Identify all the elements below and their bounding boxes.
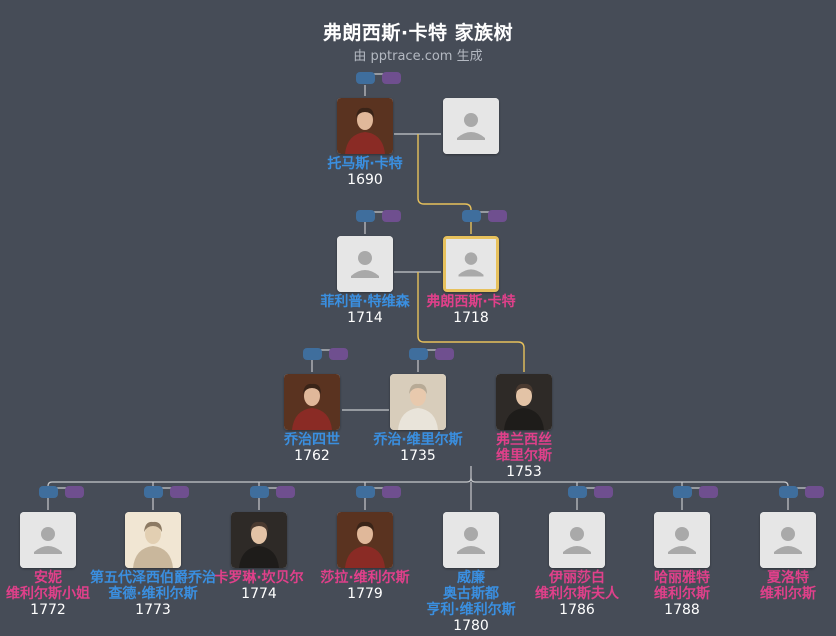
person-name[interactable]: 维利尔斯 [760, 586, 816, 602]
portrait-image [496, 374, 552, 430]
parents-toggle-tag[interactable] [779, 486, 798, 498]
avatar-placeholder[interactable] [443, 236, 499, 292]
birth-year: 1714 [347, 310, 383, 326]
person-silhouette-icon [20, 512, 76, 568]
person-silhouette-icon [443, 98, 499, 154]
parents-toggle-tag[interactable] [144, 486, 163, 498]
birth-year: 1690 [347, 172, 383, 188]
person-name[interactable]: 弗朗西斯·卡特 [426, 294, 516, 310]
avatar-placeholder[interactable] [20, 512, 76, 568]
siblings-toggle-tag[interactable] [594, 486, 613, 498]
siblings-toggle-tag[interactable] [805, 486, 824, 498]
siblings-toggle-tag[interactable] [276, 486, 295, 498]
siblings-toggle-tag[interactable] [382, 72, 401, 84]
person-name[interactable]: 卡罗琳·坎贝尔 [214, 570, 304, 586]
person-name[interactable]: 安妮 [34, 570, 62, 586]
siblings-toggle-tag[interactable] [170, 486, 189, 498]
person-name[interactable]: 亨利·维利尔斯 [426, 602, 516, 618]
avatar-placeholder[interactable] [337, 236, 393, 292]
person-name[interactable]: 伊丽莎白 [549, 570, 605, 586]
person-name[interactable]: 维利尔斯夫人 [535, 586, 619, 602]
birth-year: 1735 [400, 448, 436, 464]
birth-year: 1774 [241, 586, 277, 602]
siblings-toggle-tag[interactable] [699, 486, 718, 498]
birth-year: 1762 [294, 448, 330, 464]
portrait-image [390, 374, 446, 430]
birth-year: 1718 [453, 310, 489, 326]
person-silhouette-icon [654, 512, 710, 568]
siblings-toggle-tag[interactable] [65, 486, 84, 498]
parents-toggle-tag[interactable] [356, 72, 375, 84]
parents-toggle-tag[interactable] [673, 486, 692, 498]
person-silhouette-icon [549, 512, 605, 568]
person-name[interactable]: 乔治·维里尔斯 [373, 432, 463, 448]
parents-toggle-tag[interactable] [356, 210, 375, 222]
portrait-photo[interactable] [125, 512, 181, 568]
parents-toggle-tag[interactable] [39, 486, 58, 498]
birth-year: 1780 [453, 618, 489, 634]
siblings-toggle-tag[interactable] [382, 486, 401, 498]
parents-toggle-tag[interactable] [568, 486, 587, 498]
person-name[interactable]: 第五代泽西伯爵乔治 [90, 570, 216, 586]
siblings-toggle-tag[interactable] [329, 348, 348, 360]
parents-toggle-tag[interactable] [303, 348, 322, 360]
parents-toggle-tag[interactable] [462, 210, 481, 222]
siblings-toggle-tag[interactable] [382, 210, 401, 222]
parents-toggle-tag[interactable] [250, 486, 269, 498]
person-name[interactable]: 托马斯·卡特 [327, 156, 403, 172]
birth-year: 1788 [664, 602, 700, 618]
birth-year: 1773 [135, 602, 171, 618]
person-name[interactable]: 维里尔斯 [496, 448, 552, 464]
avatar-placeholder[interactable] [443, 512, 499, 568]
person-silhouette-icon [337, 236, 393, 292]
portrait-image [231, 512, 287, 568]
birth-year: 1753 [506, 464, 542, 480]
portrait-photo[interactable] [390, 374, 446, 430]
page-subtitle: 由 pptrace.com 生成 [353, 49, 483, 64]
avatar-placeholder[interactable] [760, 512, 816, 568]
avatar-placeholder[interactable] [549, 512, 605, 568]
person-name[interactable]: 乔治四世 [284, 432, 340, 448]
siblings-toggle-tag[interactable] [488, 210, 507, 222]
person-name[interactable]: 菲利普·特维森 [320, 294, 410, 310]
person-name[interactable]: 维利尔斯 [654, 586, 710, 602]
portrait-photo[interactable] [231, 512, 287, 568]
avatar-placeholder[interactable] [654, 512, 710, 568]
person-name[interactable]: 维利尔斯小姐 [6, 586, 90, 602]
person-silhouette-icon [443, 512, 499, 568]
portrait-image [337, 98, 393, 154]
person-name[interactable]: 弗兰西丝 [496, 432, 552, 448]
portrait-photo[interactable] [496, 374, 552, 430]
person-silhouette-icon [446, 239, 496, 289]
person-name[interactable]: 夏洛特 [767, 570, 809, 586]
birth-year: 1779 [347, 586, 383, 602]
person-name[interactable]: 奥古斯都 [443, 586, 499, 602]
portrait-image [284, 374, 340, 430]
portrait-photo[interactable] [284, 374, 340, 430]
portrait-photo[interactable] [337, 512, 393, 568]
parents-toggle-tag[interactable] [356, 486, 375, 498]
portrait-image [337, 512, 393, 568]
portrait-image [125, 512, 181, 568]
person-name[interactable]: 莎拉·维利尔斯 [320, 570, 410, 586]
parents-toggle-tag[interactable] [409, 348, 428, 360]
siblings-toggle-tag[interactable] [435, 348, 454, 360]
person-name[interactable]: 查德·维利尔斯 [108, 586, 198, 602]
person-silhouette-icon [760, 512, 816, 568]
person-name[interactable]: 威廉 [457, 570, 485, 586]
portrait-photo[interactable] [337, 98, 393, 154]
birth-year: 1786 [559, 602, 595, 618]
person-name[interactable]: 哈丽雅特 [654, 570, 710, 586]
avatar-placeholder[interactable] [443, 98, 499, 154]
birth-year: 1772 [30, 602, 66, 618]
page-title: 弗朗西斯·卡特 家族树 [322, 22, 514, 44]
